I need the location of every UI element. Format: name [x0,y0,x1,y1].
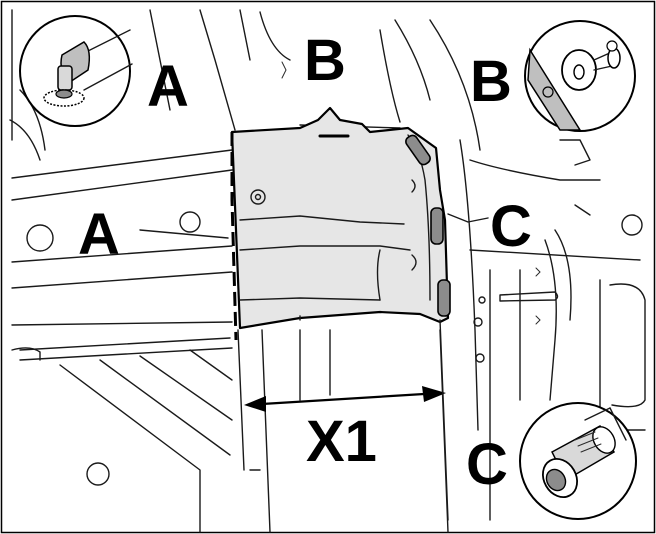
label-b-main: B [304,28,346,93]
leader-c [447,213,489,223]
label-a-main: A [78,202,120,267]
inset-b [524,20,636,132]
c-clip-middle [430,207,444,245]
c-clip-bottom [437,279,451,317]
cut-line [230,132,238,341]
inset-a [19,15,133,127]
label-x1: X1 [306,409,377,474]
c-clips [405,134,451,317]
label-b-inset: B [470,49,512,114]
label-a-inset: A [147,54,189,119]
x1-dimension-arrow [237,319,449,521]
c-clip-top [405,134,431,166]
inset-c [519,402,637,520]
label-c-inset: C [466,432,508,497]
clip-b-detail-icon [527,40,621,131]
clip-c-detail-icon [542,407,627,498]
leader-a [139,229,229,239]
highlighted-panel [230,106,450,330]
fastener-a-detail-icon [43,29,133,107]
label-c-main: C [490,194,532,259]
